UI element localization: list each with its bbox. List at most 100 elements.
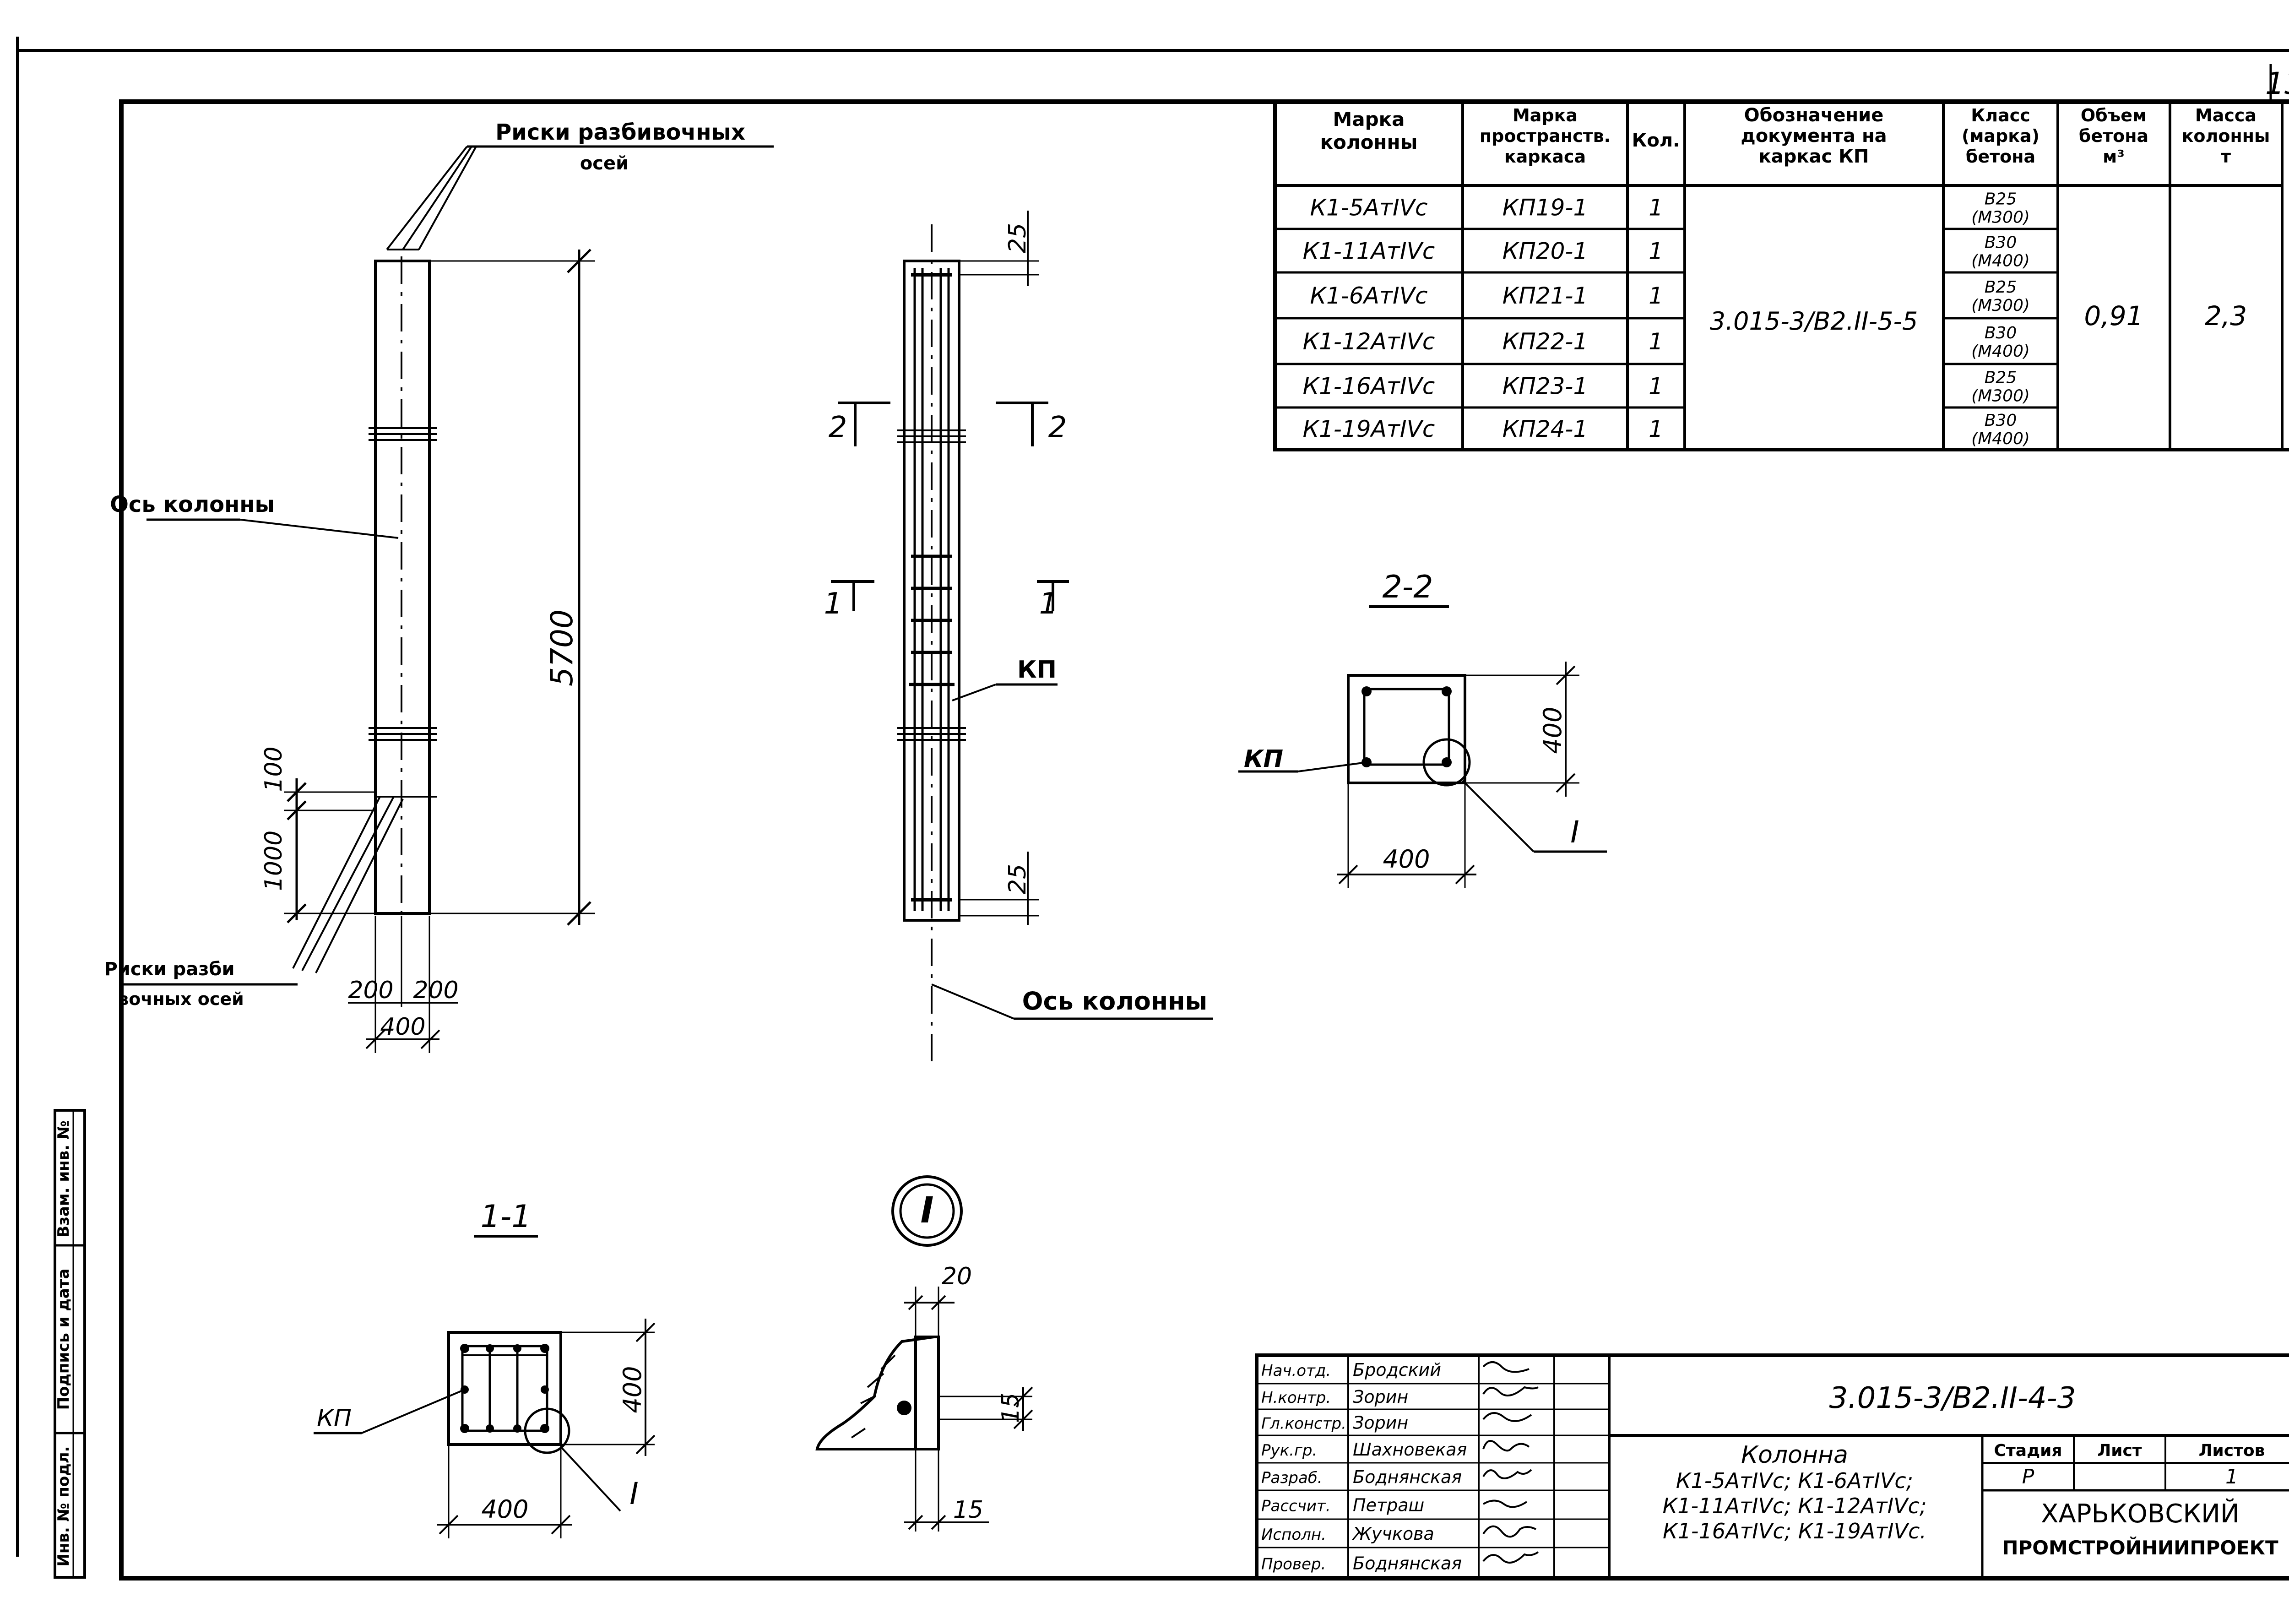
row-frame-mark: КП21-1 (1502, 282, 1588, 309)
dim-400-elevation: 400 (380, 1013, 425, 1041)
dim-200-right: 200 (413, 977, 458, 1004)
dim-100: 100 (260, 746, 287, 792)
row-concrete-class: В25 (1985, 190, 2017, 209)
risks-label-top-2: осей (580, 153, 629, 174)
side-stamp-replaced: Взам. инв. № (54, 1120, 73, 1238)
row-concrete-class: В30 (1985, 411, 2017, 430)
side-stamp-sign-date: Подпись и дата (54, 1269, 73, 1410)
column-axis-label-right: Ось колонны (1022, 987, 1208, 1016)
row-column-mark: К1-16АтIVс (1303, 373, 1435, 400)
cut-1-right: 1 (1039, 587, 1058, 621)
row-frame-mark: КП22-1 (1502, 328, 1588, 355)
title-block (1255, 1353, 2289, 1580)
side-stamp-inv-no: Инв. № подл. (54, 1446, 73, 1566)
row-qty: 1 (1649, 195, 1663, 221)
staff-role: Гл.констр. (1261, 1415, 1346, 1433)
risks-label-bottom-2: вочных осей (118, 989, 244, 1009)
sheets-label: Листов (2199, 1441, 2265, 1460)
row-qty: 1 (1649, 373, 1663, 400)
row-column-mark: К1-11АтIVс (1303, 238, 1435, 265)
dim-25-bottom: 25 (1004, 864, 1031, 894)
cut-2-left: 2 (829, 411, 847, 445)
row-frame-mark: КП20-1 (1502, 238, 1588, 265)
staff-role: Исполн. (1261, 1526, 1326, 1544)
node-detail-I (815, 1175, 1033, 1532)
row-concrete-grade: (М400) (1971, 252, 2030, 271)
row-column-mark: К1-6АтIVс (1310, 282, 1428, 309)
section-2-2-kp: КП (1244, 745, 1283, 773)
section-1-1-height: 400 (618, 1366, 647, 1413)
row-concrete-class: В30 (1985, 324, 2017, 342)
row-frame-mark: КП19-1 (1502, 195, 1588, 221)
staff-role: Провер. (1261, 1555, 1326, 1574)
node-dim-15-horizontal: 15 (953, 1496, 983, 1524)
column-axis-label-left: Ось колонны (110, 492, 275, 517)
staff-name: Зорин (1353, 1413, 1408, 1433)
column-mass: 2,3 (2205, 300, 2247, 331)
section-2-2-title: 2-2 (1382, 569, 1433, 605)
staff-name: Бродский (1353, 1360, 1441, 1380)
row-column-mark: К1-19АтIVс (1303, 416, 1435, 442)
row-frame-mark: КП24-1 (1502, 416, 1588, 442)
row-concrete-class: В25 (1985, 369, 2017, 387)
staff-name: Жучкова (1352, 1524, 1434, 1544)
title-name-3: К1-11АтIVс; К1-12АтIVс; (1663, 1494, 1927, 1518)
dim-25-top: 25 (1004, 223, 1031, 253)
section-1-1 (314, 1235, 656, 1538)
staff-role: Рассчит. (1261, 1497, 1331, 1515)
cut-1-left: 1 (824, 587, 843, 621)
section-2-2 (1238, 605, 1607, 888)
sheet-label: Лист (2097, 1441, 2142, 1460)
title-name-4: К1-16АтIVс; К1-19АтIVс. (1663, 1519, 1926, 1543)
row-column-mark: К1-5АтIVс (1310, 195, 1428, 221)
row-frame-mark: КП23-1 (1502, 373, 1588, 400)
section-2-2-node-ref: I (1570, 815, 1579, 850)
stage-label: Стадия (1994, 1441, 2062, 1460)
org-name-2: ПРОМСТРОЙНИИПРОЕКТ (2002, 1536, 2278, 1559)
side-stamp (54, 1109, 86, 1579)
staff-name: Боднянская (1353, 1553, 1462, 1574)
row-qty: 1 (1649, 238, 1663, 265)
staff-name: Петраш (1353, 1495, 1424, 1515)
staff-role: Рук.гр. (1261, 1441, 1317, 1460)
row-concrete-grade: (М300) (1971, 208, 2030, 227)
staff-name: Зорин (1353, 1387, 1408, 1407)
row-concrete-grade: (М300) (1971, 296, 2030, 315)
staff-role: Н.контр. (1261, 1389, 1331, 1407)
section-1-1-kp: КП (317, 1405, 352, 1432)
reinforcement-view (831, 211, 1213, 1067)
row-concrete-grade: (М300) (1971, 387, 2030, 406)
concrete-volume: 0,91 (2084, 300, 2143, 331)
row-concrete-grade: (М400) (1971, 342, 2030, 361)
title-doc-code: 3.015-3/В2.II-4-3 (1829, 1381, 2076, 1415)
org-name-1: ХАРЬКОВСКИЙ (2041, 1499, 2240, 1529)
row-concrete-class: В25 (1985, 278, 2017, 297)
row-concrete-class: В30 (1985, 234, 2017, 252)
title-name-1: Колонна (1741, 1441, 1848, 1469)
header-concrete-class: Класс(марка)бетона (1962, 105, 2039, 167)
title-name-2: К1-5АтIVс; К1-6АтIVс; (1676, 1468, 1913, 1493)
sheets-value: 1 (2225, 1465, 2238, 1488)
row-concrete-grade: (М400) (1971, 429, 2030, 448)
cut-2-right: 2 (1048, 411, 1067, 445)
section-1-1-node-ref: I (629, 1476, 638, 1511)
dim-200-left: 200 (348, 977, 393, 1004)
dim-1000: 1000 (260, 831, 287, 891)
title-block-staff: Нач.отд.БродскийН.контр.ЗоринГл.констр.З… (1261, 1360, 1467, 1574)
section-1-1-title: 1-1 (480, 1199, 531, 1235)
stage-value: Р (2022, 1465, 2034, 1488)
risks-label-bottom: Риски разби (104, 959, 235, 980)
risks-label-top: Риски разбивочных (495, 119, 745, 145)
column-elevation (124, 145, 774, 1053)
section-2-2-width: 400 (1383, 845, 1430, 874)
cage-label-kp: КП (1017, 656, 1057, 684)
page-number: 13 (2265, 66, 2289, 101)
staff-role: Разраб. (1261, 1469, 1323, 1487)
spec-table (1273, 100, 2289, 451)
section-1-1-width: 400 (481, 1495, 528, 1524)
